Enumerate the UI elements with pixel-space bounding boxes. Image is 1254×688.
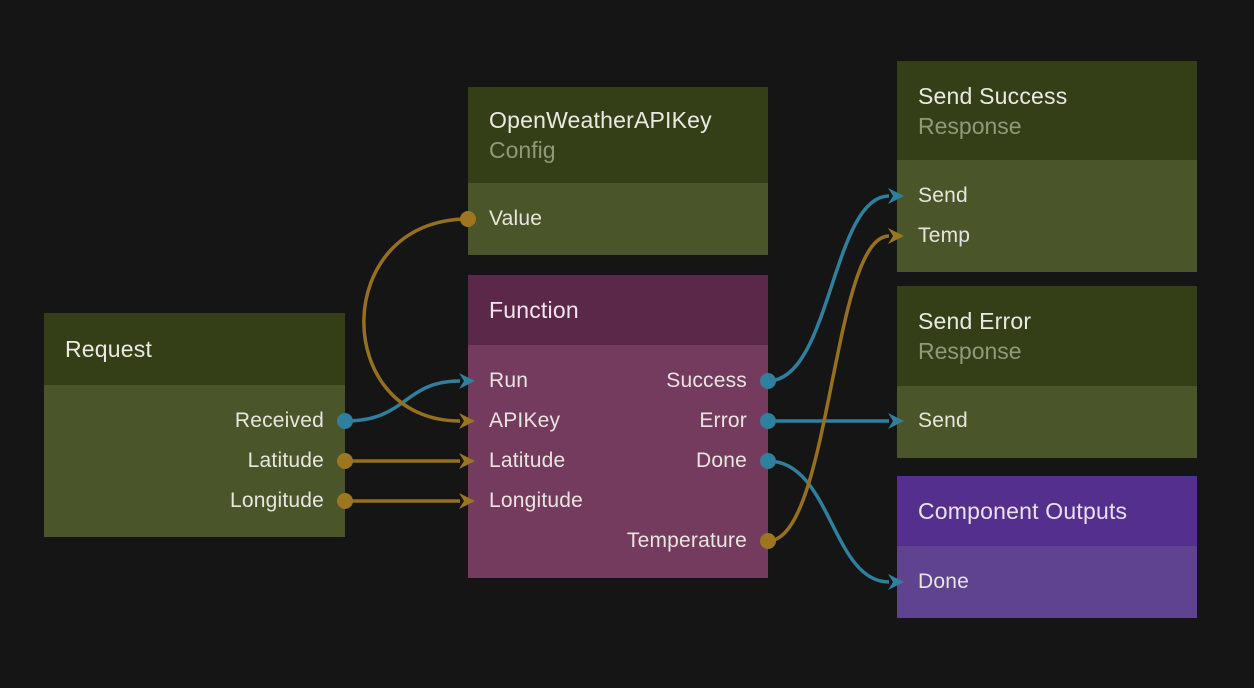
port-function-latitude_in-input-arrow-icon[interactable]: [459, 453, 475, 469]
wire-function-temperature-to-send_success-temp[interactable]: [767, 234, 890, 543]
port-component_outputs-done-label: Done: [918, 570, 970, 593]
wire-function-success-to-send_success-send[interactable]: [767, 194, 890, 383]
node-title: Request: [65, 336, 153, 362]
port-function-done-label: Done: [695, 449, 747, 472]
node-title: Send Success: [918, 82, 1068, 109]
port-function-apikey-label: APIKey: [489, 409, 561, 432]
node-title: Send Error: [918, 308, 1032, 334]
node-subtitle: Response: [918, 338, 1022, 364]
node-subtitle: Response: [918, 112, 1022, 139]
port-send_success-temp-label: Temp: [918, 224, 971, 247]
port-function-longitude_in-label: Longitude: [489, 489, 584, 512]
port-request-longitude-output-dot[interactable]: [337, 493, 353, 509]
wire-openweather-value-to-function-apikey[interactable]: [362, 217, 469, 423]
node-header: Function: [468, 275, 768, 345]
port-send_success-temp-input-arrow-icon[interactable]: [888, 228, 904, 244]
wire-function-done-to-component_outputs-done[interactable]: [767, 459, 890, 584]
wire-request-received-to-function-run[interactable]: [344, 379, 461, 423]
port-openweather-value-output-dot[interactable]: [460, 211, 476, 227]
node-subtitle: Config: [489, 137, 556, 163]
port-function-longitude_in-input-arrow-icon[interactable]: [459, 493, 475, 509]
port-function-run-input-arrow-icon[interactable]: [459, 373, 475, 389]
port-function-success-label: Success: [666, 369, 747, 392]
port-function-temperature-output-dot[interactable]: [760, 533, 776, 549]
port-send_success-send-input-arrow-icon[interactable]: [888, 188, 904, 204]
node-header: Component Outputs: [897, 476, 1197, 546]
port-function-success-output-dot[interactable]: [760, 373, 776, 389]
port-function-temperature-label: Temperature: [626, 529, 747, 552]
port-request-longitude-label: Longitude: [229, 489, 324, 512]
port-function-apikey-input-arrow-icon[interactable]: [459, 413, 475, 429]
node-body: Value: [468, 183, 768, 255]
port-function-done-output-dot[interactable]: [760, 453, 776, 469]
port-request-latitude-output-dot[interactable]: [337, 453, 353, 469]
node-title: Component Outputs: [918, 498, 1128, 524]
node-body: Done: [897, 546, 1197, 618]
port-component_outputs-done-input-arrow-icon[interactable]: [888, 574, 904, 590]
port-openweather-value-label: Value: [489, 207, 543, 230]
port-send_error-send-input-arrow-icon[interactable]: [888, 413, 904, 429]
node-title: OpenWeatherAPIKey: [489, 107, 712, 133]
node-header: Request: [44, 313, 345, 385]
port-request-latitude-label: Latitude: [247, 449, 324, 472]
port-function-latitude_in-label: Latitude: [489, 449, 566, 472]
port-request-received-output-dot[interactable]: [337, 413, 353, 429]
node-title: Function: [489, 297, 579, 323]
port-function-error-label: Error: [699, 409, 747, 432]
port-request-received-label: Received: [234, 409, 324, 432]
port-send_error-send-label: Send: [918, 409, 968, 432]
port-function-error-output-dot[interactable]: [760, 413, 776, 429]
port-function-run-label: Run: [489, 369, 529, 392]
node-body: Send: [897, 386, 1197, 458]
port-send_success-send-label: Send: [918, 184, 968, 207]
